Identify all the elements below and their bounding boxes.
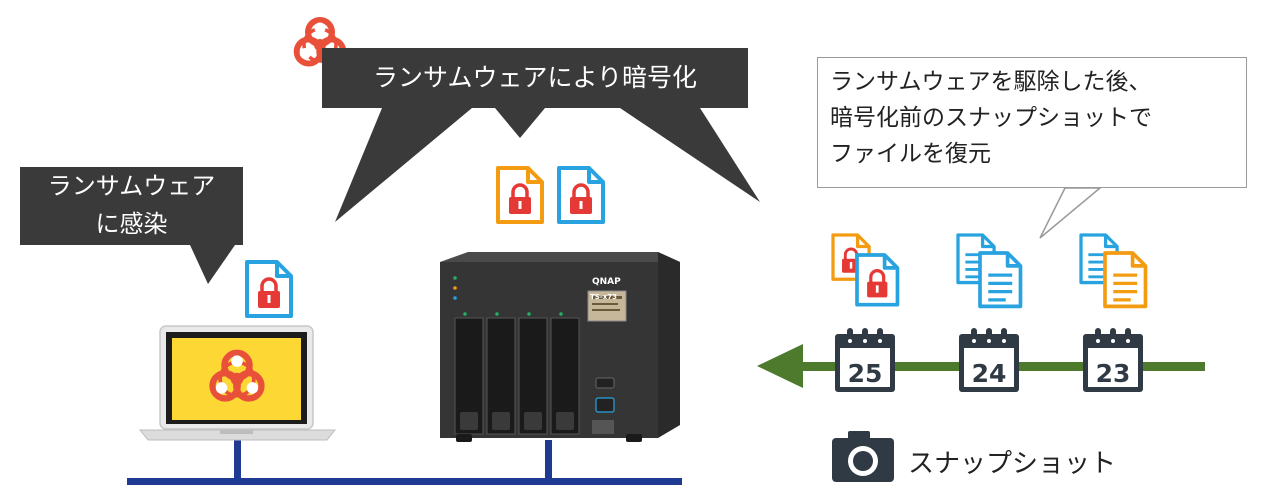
laptop-callout-line: ランサムウェア [47, 172, 216, 200]
document-icon [978, 251, 1023, 309]
nas-callout-tail-left [335, 108, 472, 222]
restore-callout-line: ランサムウェアを駆除した後、 [830, 69, 1152, 95]
restore-callout: ランサムウェアを駆除した後、 暗号化前のスナップショットで ファイルを復元 [817, 57, 1247, 188]
encrypted-file-icon [557, 166, 605, 224]
nas-model: TS-x73 [590, 293, 617, 301]
calendar-day: 25 [848, 359, 883, 388]
camera-icon [832, 431, 894, 482]
nas-callout-text: ランサムウェアにより暗号化 [372, 63, 697, 92]
nas-brand: QNAP [592, 277, 621, 287]
nas-callout-tail-right [620, 108, 760, 202]
laptop-callout-tail [190, 245, 235, 284]
document-icon [1103, 251, 1148, 309]
encrypted-file-icon [245, 260, 293, 318]
restore-callout-line: 暗号化前のスナップショットで [830, 105, 1152, 131]
calendar-day: 24 [972, 359, 1007, 388]
encrypted-file-icon [855, 253, 900, 307]
restore-callout-line: ファイルを復元 [830, 141, 991, 167]
snapshot-label: スナップショット [908, 449, 1117, 479]
nas-callout-tail-mid [495, 108, 545, 138]
calendar-day: 23 [1096, 359, 1131, 388]
laptop [138, 325, 337, 441]
network-line [127, 440, 682, 485]
nas-device [440, 252, 680, 442]
laptop-callout-line: に感染 [95, 210, 168, 238]
encrypted-file-icon [496, 166, 544, 224]
restore-callout-tail [1039, 187, 1103, 239]
laptop-callout: ランサムウェア に感染 [20, 167, 243, 245]
nas-callout: ランサムウェアにより暗号化 [322, 48, 748, 108]
